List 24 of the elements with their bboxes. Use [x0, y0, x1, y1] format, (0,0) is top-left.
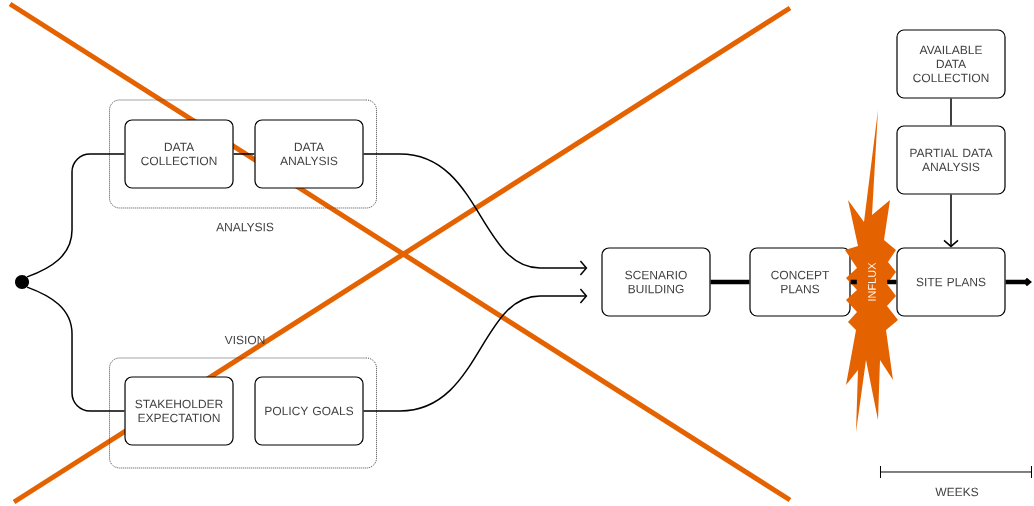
connector [887, 279, 897, 285]
connector [950, 97, 952, 127]
group-label: VISION [224, 335, 265, 345]
connector [850, 279, 857, 285]
connector [943, 193, 959, 248]
connector [362, 288, 588, 412]
scale-label: WEEKS [935, 487, 979, 497]
start-dot [15, 275, 29, 289]
connector [1005, 277, 1032, 287]
group-label: ANALYSIS [216, 222, 274, 232]
process-box: AVAILABLE DATA COLLECTION [896, 29, 1006, 99]
connector [232, 153, 256, 155]
connector [26, 153, 126, 278]
process-box: DATA ANALYSIS [254, 119, 364, 189]
process-box: SITE PLANS [896, 247, 1006, 317]
connector [26, 286, 126, 412]
connector [362, 153, 588, 276]
process-box: CONCEPT PLANS [749, 247, 851, 317]
process-box: PARTIAL DATA ANALYSIS [896, 125, 1006, 195]
process-box: SCENARIO BUILDING [601, 247, 711, 317]
connector [710, 279, 750, 285]
process-box: STAKEHOLDER EXPECTATION [124, 376, 234, 446]
process-box: DATA COLLECTION [124, 119, 234, 189]
process-box: POLICY GOALS [254, 376, 364, 446]
